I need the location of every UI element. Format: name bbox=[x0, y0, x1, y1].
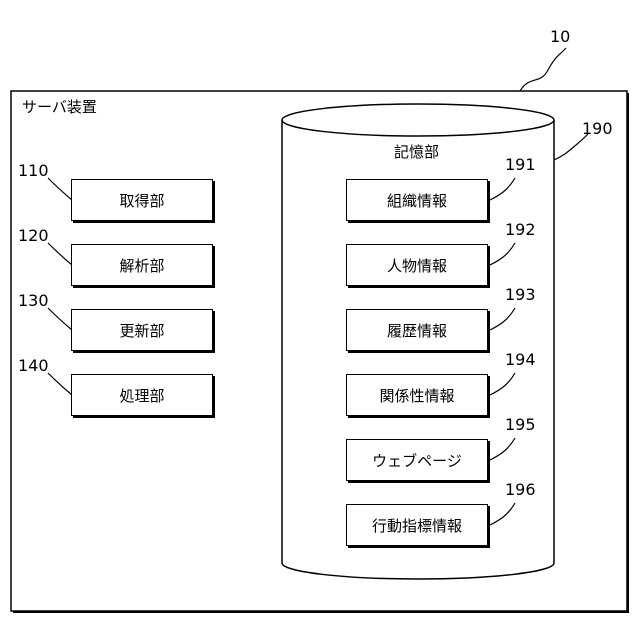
storage-item-organization: 組織情報 bbox=[346, 179, 488, 221]
unit-ref: 140 bbox=[18, 357, 49, 375]
storage-item-webpage: ウェブページ bbox=[346, 439, 488, 481]
item-label: 組織情報 bbox=[387, 190, 447, 211]
unit-label: 更新部 bbox=[119, 320, 164, 341]
item-ref: 196 bbox=[505, 481, 536, 499]
unit-ref: 130 bbox=[18, 292, 49, 310]
figure-ref: 10 bbox=[550, 28, 570, 46]
storage-item-person: 人物情報 bbox=[346, 244, 488, 286]
storage-item-behavior-index: 行動指標情報 bbox=[346, 504, 488, 546]
unit-label: 処理部 bbox=[119, 385, 164, 406]
item-label: 関係性情報 bbox=[379, 385, 454, 406]
item-ref: 195 bbox=[505, 416, 536, 434]
storage-item-history: 履歴情報 bbox=[346, 309, 488, 351]
unit-ref: 120 bbox=[18, 227, 49, 245]
leader-10 bbox=[520, 48, 566, 91]
unit-label: 取得部 bbox=[119, 190, 164, 211]
item-ref: 193 bbox=[505, 286, 536, 304]
unit-box-acquisition: 取得部 bbox=[71, 179, 213, 221]
item-label: 行動指標情報 bbox=[372, 515, 462, 536]
storage-item-relationship: 関係性情報 bbox=[346, 374, 488, 416]
item-label: ウェブページ bbox=[372, 450, 462, 471]
item-label: 履歴情報 bbox=[387, 320, 447, 341]
storage-label: 記憶部 bbox=[394, 143, 439, 161]
item-label: 人物情報 bbox=[387, 255, 447, 276]
unit-box-update: 更新部 bbox=[71, 309, 213, 351]
item-ref: 194 bbox=[505, 351, 536, 369]
unit-label: 解析部 bbox=[119, 255, 164, 276]
unit-box-analysis: 解析部 bbox=[71, 244, 213, 286]
server-label: サーバ装置 bbox=[22, 98, 97, 116]
storage-ref: 190 bbox=[582, 120, 613, 138]
item-ref: 191 bbox=[505, 156, 536, 174]
item-ref: 192 bbox=[505, 221, 536, 239]
unit-ref: 110 bbox=[18, 162, 49, 180]
unit-box-processing: 処理部 bbox=[71, 374, 213, 416]
